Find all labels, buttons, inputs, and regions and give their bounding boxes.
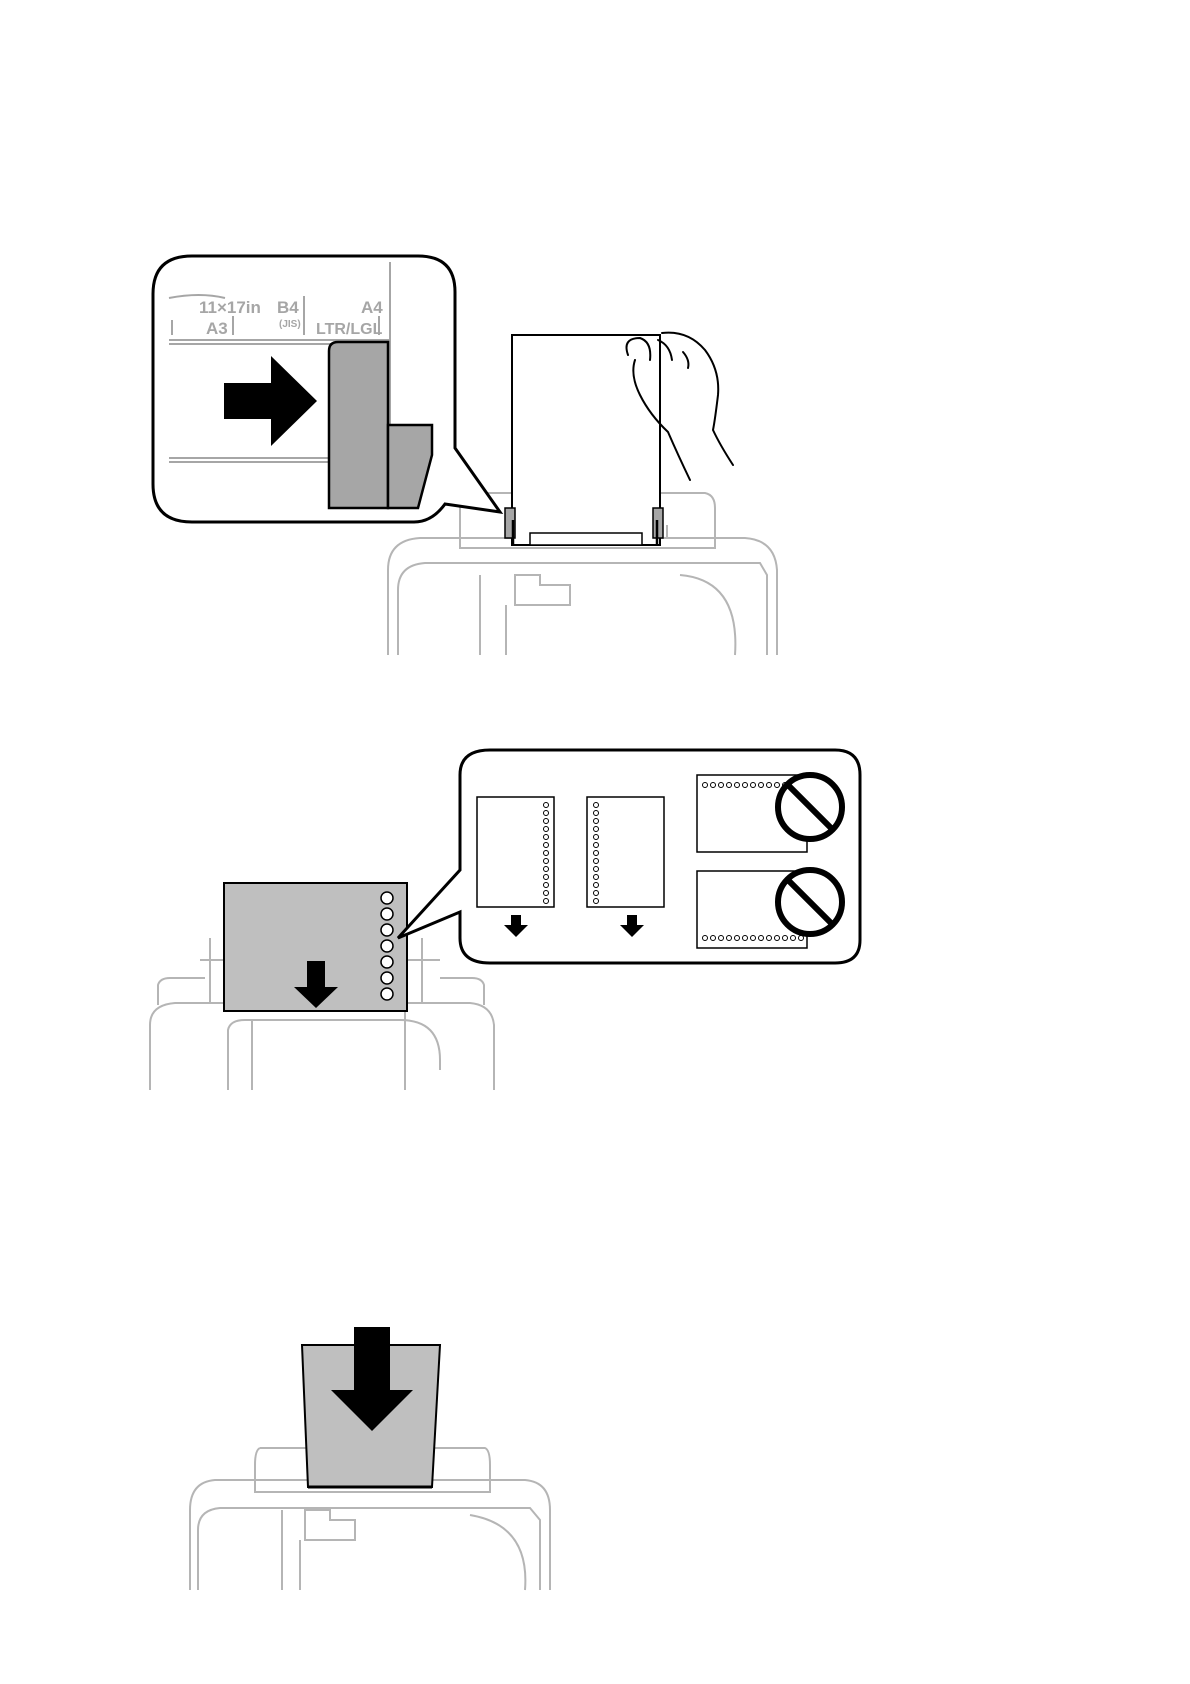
label-ltr-lgl: LTR/LGL: [316, 321, 383, 338]
figure-insert-paper: [190, 1327, 550, 1590]
prohibited-icon: [778, 775, 842, 839]
label-a3: A3: [206, 319, 228, 338]
label-b4: B4: [277, 298, 299, 317]
hole-punched-paper-icon: [224, 883, 407, 1011]
figure-hole-punched-paper: [150, 750, 860, 1090]
hole-orientation-callout: [398, 750, 860, 963]
paper-sheet-icon: [512, 335, 660, 545]
prohibited-icon: [778, 870, 842, 934]
label-a4: A4: [361, 298, 383, 317]
figure-edge-guide-adjust: 11×17in A3 B4 (JIS) A4 LTR/LGL: [153, 256, 777, 655]
example-holes-top: [697, 775, 842, 852]
label-11x17: 11×17in: [199, 298, 261, 317]
label-jis: (JIS): [279, 319, 301, 330]
zoom-callout: 11×17in A3 B4 (JIS) A4 LTR/LGL: [153, 256, 500, 522]
